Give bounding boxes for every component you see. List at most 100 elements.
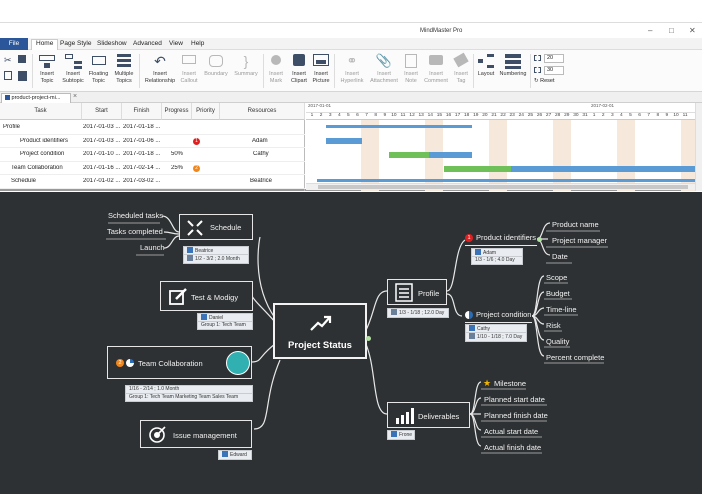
col-finish[interactable]: Finish: [122, 103, 162, 120]
paste-icon[interactable]: [18, 71, 27, 81]
mindmap-canvas[interactable]: Project Status Schedule Beatrice 1/2 - 3…: [0, 192, 702, 494]
topic-profile[interactable]: Profile: [387, 279, 447, 305]
insert-picture-button[interactable]: Insert Picture: [310, 53, 332, 84]
insert-note-button[interactable]: Insert Note: [401, 53, 421, 84]
topic-issue-management[interactable]: Issue management: [140, 420, 252, 448]
layout-button[interactable]: Layout: [475, 53, 497, 78]
document-tab[interactable]: product-project-mi...: [1, 93, 71, 103]
insert-hyperlink-button[interactable]: ⚭ Insert Hyperlink: [340, 53, 364, 84]
vertical-scrollbar[interactable]: [695, 103, 702, 191]
boundary-button[interactable]: Boundary: [202, 53, 230, 78]
summary-button[interactable]: } Summary: [234, 53, 258, 77]
menu-view[interactable]: View: [169, 40, 183, 47]
table-row[interactable]: Product identifiers 2017-01-03 ... 2017-…: [0, 135, 305, 148]
gantt-panel: Task Start Finish Progress Priority Reso…: [0, 103, 702, 191]
copy-icon[interactable]: [4, 71, 12, 80]
col-progress[interactable]: Progress: [162, 103, 192, 120]
day-number: 19: [473, 113, 479, 118]
deliverables-resource: Frone: [387, 430, 415, 440]
subtopic-budget[interactable]: Budget: [546, 289, 570, 298]
gantt-bar-schedule[interactable]: [317, 179, 695, 182]
reset-button[interactable]: ↻ Reset: [534, 78, 555, 84]
close-icon[interactable]: ✕: [689, 26, 696, 35]
scrollbar-thumb[interactable]: [318, 185, 688, 189]
summary-icon: }: [243, 53, 249, 69]
subtopic-percent-complete[interactable]: Percent complete: [546, 353, 605, 362]
table-row[interactable]: Team Collaboration 2017-01-16 ... 2017-0…: [0, 162, 305, 175]
subtopic-project-manager[interactable]: Project manager: [552, 236, 608, 245]
menu-page-style[interactable]: Page Style: [60, 40, 92, 47]
collapse-dot[interactable]: [366, 336, 371, 341]
subtopic-planned-start-date[interactable]: Planned start date: [484, 395, 545, 404]
topic-team-collaboration[interactable]: 2 Team Collaboration: [107, 346, 252, 379]
picture-icon: [312, 53, 330, 69]
insert-relationship-button[interactable]: ↶ Insert Relationship: [144, 53, 176, 84]
subtopic-milestone[interactable]: ★ Milestone: [483, 378, 527, 388]
horizontal-spacing-input[interactable]: 20: [544, 54, 564, 63]
numbering-button[interactable]: Numbering: [498, 53, 528, 78]
insert-subtopic-button[interactable]: Insert Subtopic: [60, 53, 86, 84]
insert-mark-button[interactable]: Insert Mark: [265, 53, 287, 84]
menu-help[interactable]: Help: [191, 40, 205, 47]
insert-tag-button[interactable]: Insert Tag: [451, 52, 471, 84]
weekend-band: [489, 120, 507, 191]
subtopic-tasks-completed[interactable]: Tasks completed: [107, 227, 163, 236]
floating-topic-button[interactable]: Floating Topic: [87, 53, 110, 84]
gantt-bar-product-identifiers[interactable]: [326, 138, 362, 144]
topic-project-condition[interactable]: Project condition: [465, 310, 532, 323]
gantt-bar-project-condition-done[interactable]: [389, 152, 429, 158]
gantt-bar-project-condition[interactable]: [429, 152, 472, 158]
central-topic[interactable]: Project Status: [273, 303, 367, 359]
product-dates: 1/3 - 1/6 ; 4.0 Day: [471, 256, 523, 265]
menu-advanced[interactable]: Advanced: [133, 40, 162, 47]
subtopic-actual-finish-date[interactable]: Actual finish date: [484, 443, 542, 452]
menu-slideshow[interactable]: Slideshow: [97, 40, 127, 47]
close-tab-icon[interactable]: ×: [73, 93, 78, 100]
topic-product-identifiers[interactable]: 1 Product identifiers: [465, 233, 537, 246]
topic-test-modigy[interactable]: Test & Modigy: [160, 281, 253, 311]
col-priority[interactable]: Priority: [192, 103, 220, 120]
subtopic-quality[interactable]: Quality: [546, 337, 570, 346]
day-number: 4: [620, 113, 623, 118]
subtopic-actual-start-date[interactable]: Actual start date: [484, 427, 539, 436]
horizontal-scrollbar[interactable]: [306, 183, 695, 190]
maximize-icon[interactable]: □: [669, 26, 674, 35]
day-number: 29: [564, 113, 570, 118]
topic-schedule[interactable]: Schedule: [179, 214, 253, 240]
menu-file[interactable]: File: [0, 38, 28, 50]
vertical-spacing-input[interactable]: 30: [544, 66, 564, 75]
format-painter-icon[interactable]: [18, 55, 26, 63]
insert-comment-button[interactable]: Insert Comment: [422, 53, 450, 84]
day-number: 5: [629, 113, 632, 118]
col-task[interactable]: Task: [0, 103, 82, 120]
table-row[interactable]: Schedule 2017-01-02 ... 2017-03-02 ... B…: [0, 175, 305, 189]
subtopic-date[interactable]: Date: [552, 252, 568, 261]
multiple-topics-button[interactable]: Multiple Topics: [112, 53, 136, 84]
subtopic-scheduled-tasks[interactable]: Scheduled tasks: [108, 211, 164, 220]
insert-callout-button[interactable]: Insert Callout: [178, 53, 200, 84]
insert-clipart-button[interactable]: Insert Clipart: [288, 53, 310, 84]
gantt-bar-profile[interactable]: [326, 125, 472, 128]
subtopic-product-name[interactable]: Product name: [552, 220, 599, 229]
subtopic-risk[interactable]: Risk: [546, 321, 561, 330]
insert-topic-button[interactable]: Insert Topic: [36, 53, 58, 84]
subtopic-launch[interactable]: Launch: [140, 243, 165, 252]
col-start[interactable]: Start: [82, 103, 122, 120]
menu-home[interactable]: Home: [31, 39, 59, 50]
col-resources[interactable]: Resources: [220, 103, 305, 120]
collapse-dot[interactable]: [537, 237, 542, 242]
gantt-bar-team-collab[interactable]: [511, 166, 695, 172]
cut-icon[interactable]: ✂: [4, 55, 12, 65]
subtopic-scope[interactable]: Scope: [546, 273, 568, 282]
table-row[interactable]: Project condition 2017-01-10 ... 2017-01…: [0, 148, 305, 162]
layout-icon: [477, 53, 495, 69]
table-row[interactable]: Profile 2017-01-03 ... 2017-01-18 ...: [0, 121, 305, 135]
minimize-icon[interactable]: –: [648, 26, 653, 35]
gantt-bar-team-collab-done[interactable]: [444, 166, 511, 172]
day-number: 31: [582, 113, 588, 118]
subtopic-time-line[interactable]: Time-line: [546, 305, 577, 314]
insert-attachment-button[interactable]: 📎 Insert Attachment: [370, 53, 398, 84]
person-icon: [469, 325, 475, 331]
subtopic-planned-finish-date[interactable]: Planned finish date: [484, 411, 548, 420]
topic-deliverables[interactable]: Deliverables: [387, 402, 470, 428]
